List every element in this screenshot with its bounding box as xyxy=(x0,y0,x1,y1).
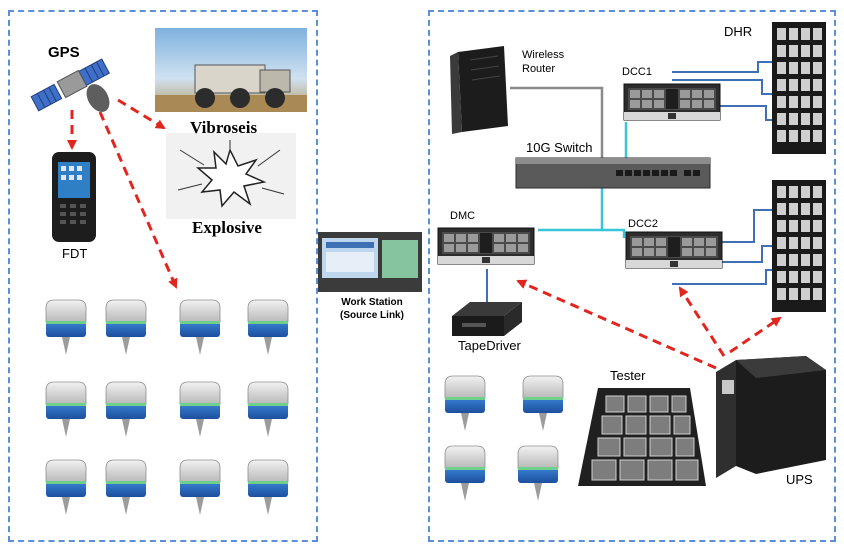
switch-label: 10G Switch xyxy=(526,140,593,155)
ups-power-arrows xyxy=(516,279,782,370)
seismic-node-icon xyxy=(522,375,564,432)
gps-label: GPS xyxy=(48,44,80,61)
explosive-burst-icon xyxy=(166,133,296,219)
seismic-node-icon xyxy=(105,299,147,356)
left-node-grid xyxy=(45,299,289,516)
seismic-node-icon xyxy=(247,459,289,516)
dcc2-label: DCC2 xyxy=(628,218,658,230)
tape-driver-icon xyxy=(452,302,522,336)
gps-signal-arrows xyxy=(67,98,178,289)
tapedriver-label: TapeDriver xyxy=(458,338,521,353)
dmc-label: DMC xyxy=(450,210,476,222)
wireless-router-label-line2: Router xyxy=(522,63,556,75)
dcc1-server-icon xyxy=(623,83,721,121)
workstation-label-line1: Work Station xyxy=(341,297,403,308)
seismic-node-icon xyxy=(45,299,87,356)
seismic-node-icon xyxy=(247,381,289,438)
seismic-node-icon xyxy=(179,381,221,438)
dhr-label: DHR xyxy=(724,24,753,39)
dmc-server-icon xyxy=(437,227,535,265)
ups-unit-icon xyxy=(716,356,826,478)
workstation-label: Work Station (Source Link) xyxy=(322,296,422,322)
seismic-node-icon xyxy=(179,459,221,516)
vibroseis-truck-photo xyxy=(155,28,307,112)
seismic-node-icon xyxy=(517,445,559,502)
workstation-photo xyxy=(318,232,422,292)
wireless-router-label: Wireless Router xyxy=(522,48,564,76)
explosive-label: Explosive xyxy=(192,218,262,237)
dcc2-server-icon xyxy=(625,231,723,269)
dcc1-label: DCC1 xyxy=(622,66,652,78)
right-node-group xyxy=(444,375,564,502)
seismic-node-icon xyxy=(105,381,147,438)
field-panel xyxy=(8,10,318,542)
vibroseis-label: Vibroseis xyxy=(190,118,258,137)
seismic-node-icon xyxy=(444,445,486,502)
dhr-rack-bottom-icon xyxy=(772,180,826,312)
seismic-node-icon xyxy=(179,299,221,356)
seismic-node-icon xyxy=(444,375,486,432)
fdt-handheld-icon xyxy=(52,152,96,242)
dhr-rack-top-icon xyxy=(772,22,826,154)
ups-label: UPS xyxy=(786,472,813,487)
recording-system-panel xyxy=(428,10,836,542)
seismic-node-icon xyxy=(105,459,147,516)
switch-10g-icon xyxy=(515,157,711,189)
gps-satellite-icon xyxy=(30,58,110,112)
wireless-router-label-line1: Wireless xyxy=(522,49,565,61)
wireless-router-icon xyxy=(450,46,508,134)
tester-label: Tester xyxy=(610,368,646,383)
seismic-node-icon xyxy=(45,381,87,438)
fdt-label: FDT xyxy=(62,246,88,261)
workstation-label-line2: (Source Link) xyxy=(340,310,404,321)
seismic-node-icon xyxy=(45,459,87,516)
network-connection-lines xyxy=(486,61,772,302)
seismic-node-icon xyxy=(247,299,289,356)
tester-tray-icon xyxy=(578,388,706,486)
